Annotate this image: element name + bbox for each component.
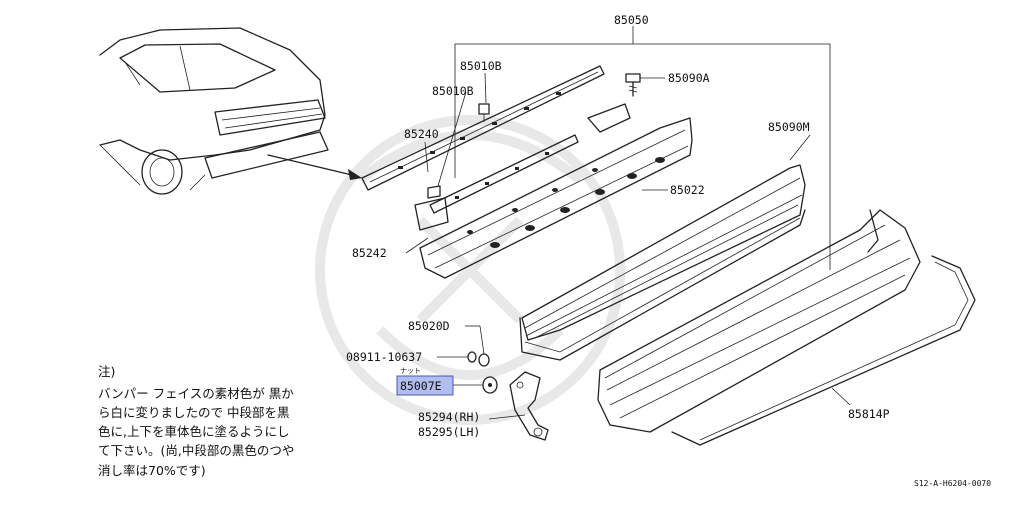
direction-arrow — [267, 154, 362, 180]
note-line-2: ら白に変りましたので 中段部を黒 — [98, 405, 289, 420]
diagram-reference-code: S12-A-H6204-0070 — [914, 479, 991, 488]
bumper-spacer-strip — [361, 65, 605, 191]
side-bracket — [509, 371, 549, 441]
lower-spacer-strip — [429, 134, 579, 214]
label-85090A[interactable]: 85090A — [668, 71, 710, 85]
note-line-4: て下さい。(尚,中段部の黒色のつや — [98, 443, 294, 458]
label-85010B-mid[interactable]: 85010B — [432, 84, 474, 98]
note-line-3: 色に,上下を車体色に塗るようにし — [98, 424, 289, 439]
label-85050[interactable]: 85050 — [614, 13, 649, 27]
bumper-reinforcement — [414, 103, 693, 279]
label-85814P[interactable]: 85814P — [848, 407, 890, 421]
leader-lines — [405, 72, 851, 420]
label-08911-10637[interactable]: 08911-10637 — [346, 350, 422, 364]
label-85240[interactable]: 85240 — [404, 127, 439, 141]
watermark-emblem — [315, 115, 625, 425]
note-title: 注) — [98, 364, 115, 379]
bolt-85090A — [625, 73, 641, 97]
assembly-bracket-85050 — [454, 26, 831, 270]
label-85022[interactable]: 85022 — [670, 183, 705, 197]
clip-85010B — [427, 103, 490, 199]
note-line-5: 消し率は70%です) — [98, 463, 206, 478]
installation-note: 注) バンパー フェイスの素材色が 黒か ら白に変りましたので 中段部を黒 色に… — [98, 364, 294, 478]
label-85295-lh[interactable]: 85295(LH) — [418, 425, 480, 439]
bumper-moulding — [671, 255, 976, 446]
part-highlight-box — [396, 375, 454, 396]
label-85007E[interactable]: 85007E — [400, 379, 442, 393]
bumper-face-85090M — [519, 164, 806, 361]
label-85010B-top[interactable]: 85010B — [460, 59, 502, 73]
label-85242[interactable]: 85242 — [352, 246, 387, 260]
label-85020D[interactable]: 85020D — [408, 319, 450, 333]
label-85294-rh[interactable]: 85294(RH) — [418, 410, 480, 424]
note-line-1: バンパー フェイスの素材色が 黒か — [98, 386, 294, 401]
nut-annotation: ナット — [400, 367, 421, 375]
car-illustration — [99, 27, 329, 195]
bumper-face-85814P — [597, 209, 921, 433]
label-85090M[interactable]: 85090M — [768, 120, 810, 134]
